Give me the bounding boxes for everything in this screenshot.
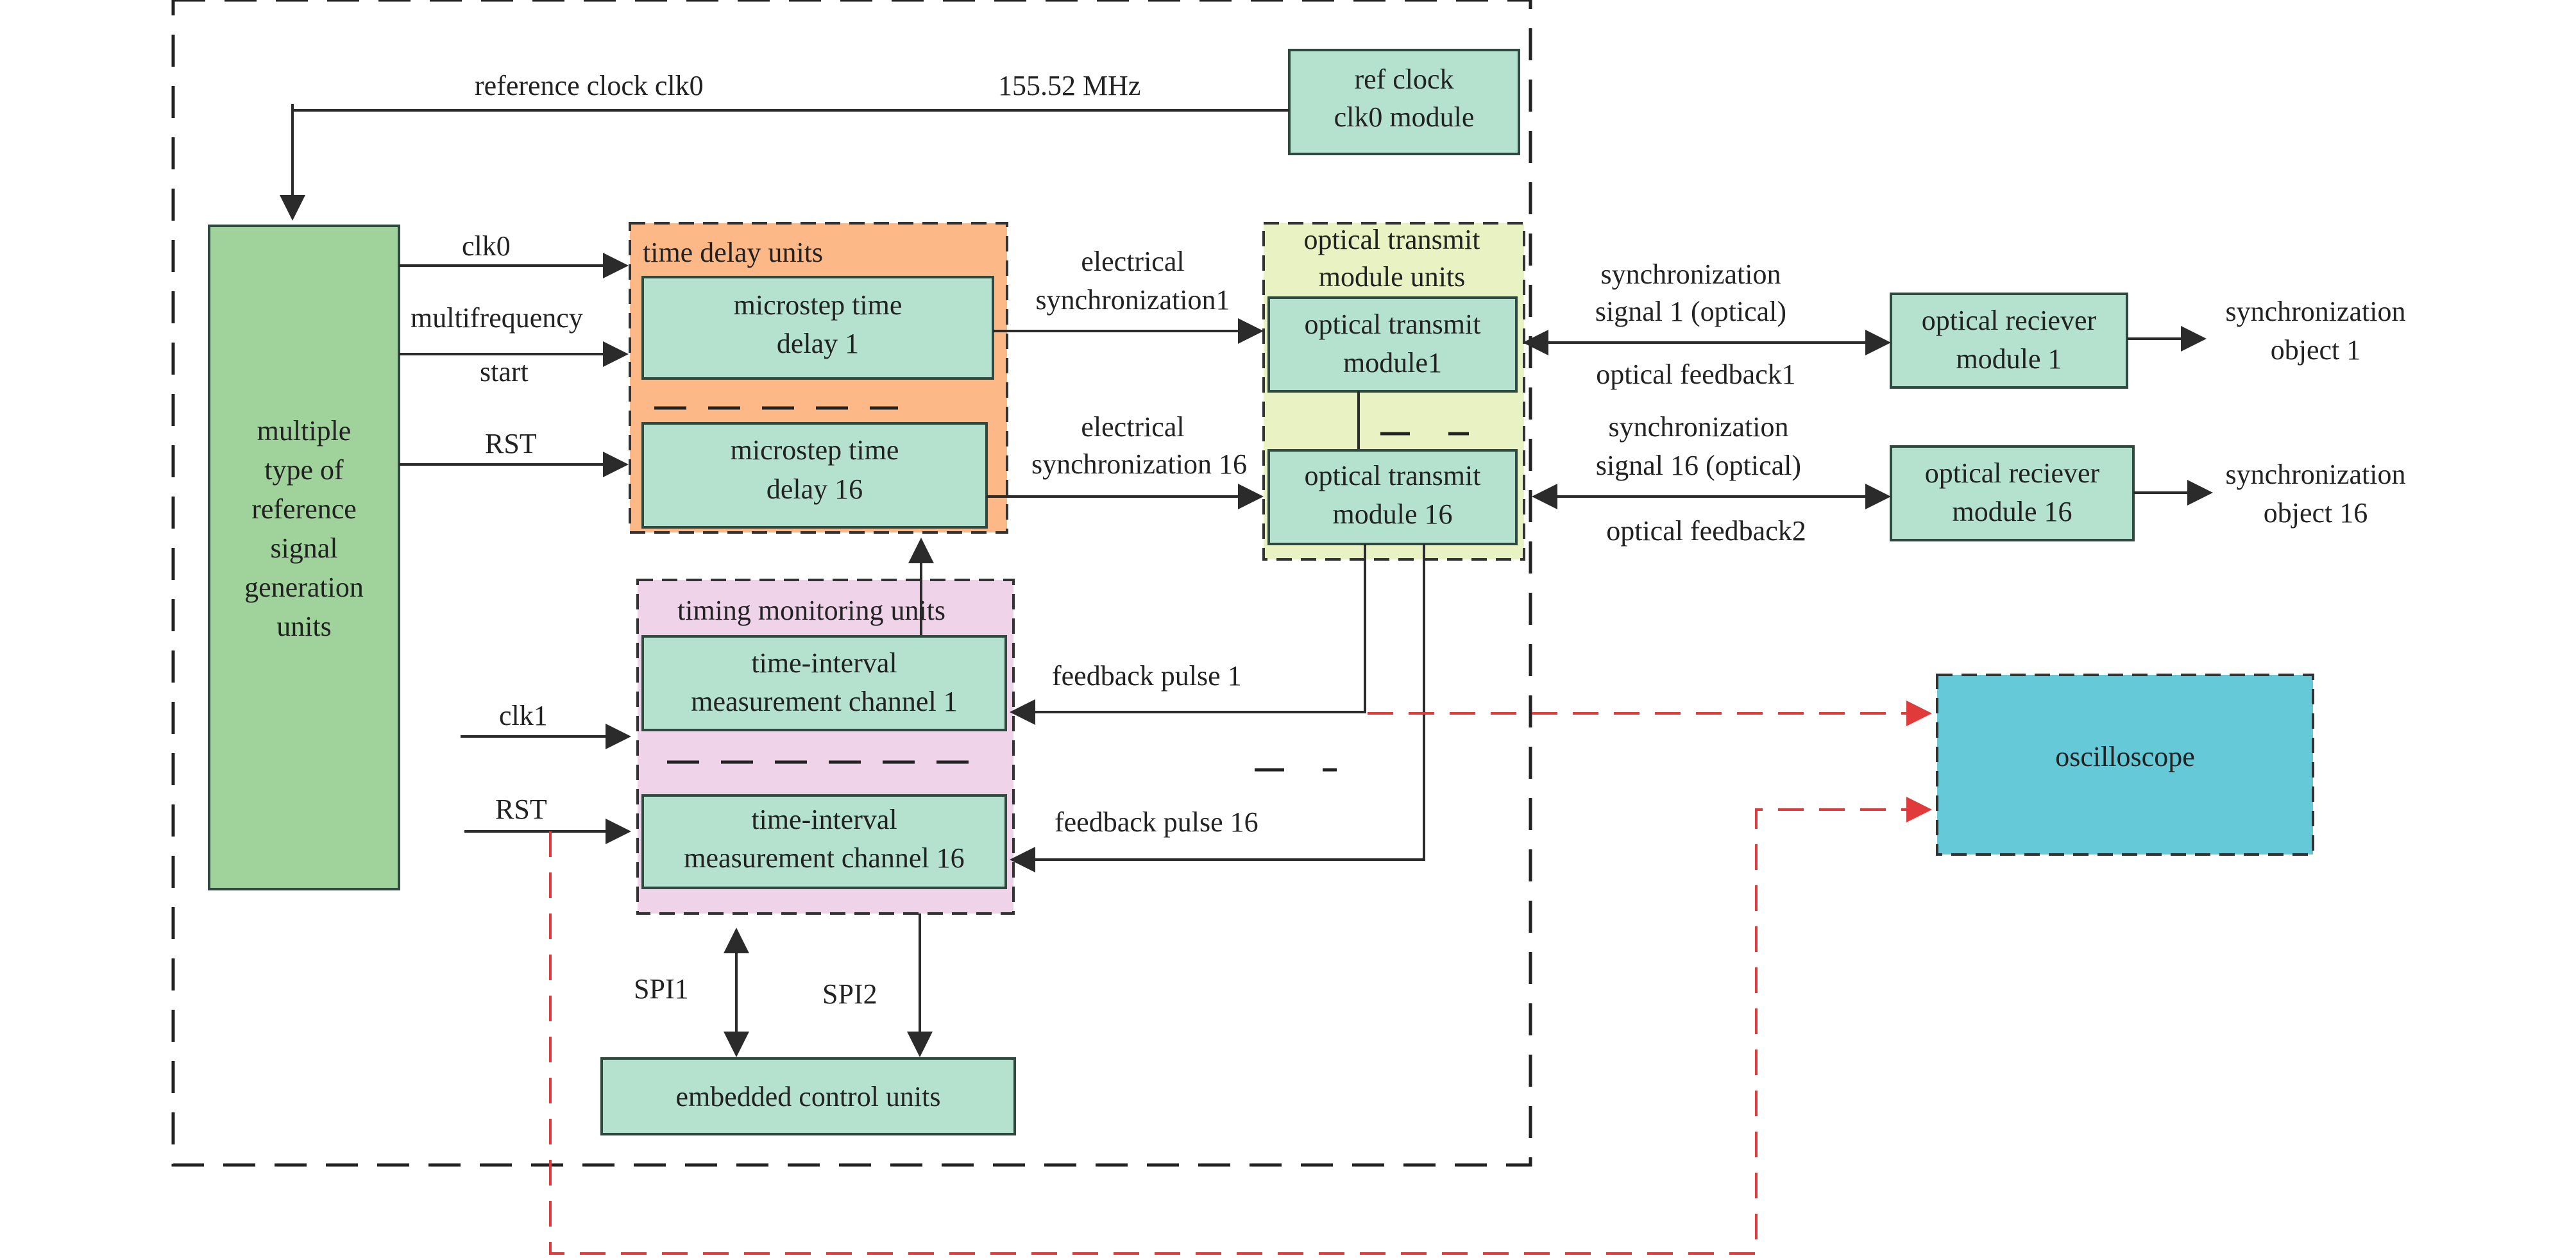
- delay16-line1: microstep time: [731, 434, 899, 466]
- multifrequency-label: multifrequency: [411, 302, 583, 334]
- delay16-line2: delay 16: [767, 473, 863, 505]
- spi1-label: SPI1: [634, 973, 689, 1005]
- rst-label: RST: [485, 428, 537, 459]
- feedback-pulse16-wire: [1010, 544, 1425, 872]
- otm16-line1: optical transmit: [1305, 460, 1481, 491]
- embedded-control-label: embedded control units: [675, 1081, 940, 1112]
- oscilloscope-label: oscilloscope: [2055, 741, 2195, 772]
- time-delay-title: time delay units: [643, 237, 823, 268]
- optical-transmit-module-1: optical transmit module1: [1267, 296, 1518, 393]
- sync16-line2: signal 16 (optical): [1596, 450, 1801, 481]
- ch16-line1: time-interval: [751, 804, 897, 835]
- feedback-pulse16-label: feedback pulse 16: [1055, 806, 1258, 838]
- ref-units-line2: type of: [264, 454, 344, 486]
- embedded-control-units: embedded control units: [600, 1057, 1016, 1135]
- optical-feedback2-label: optical feedback2: [1606, 515, 1806, 547]
- delay1-line1: microstep time: [734, 289, 902, 321]
- otm16-line2: module 16: [1333, 498, 1453, 530]
- spi2-label: SPI2: [822, 978, 877, 1010]
- ref-clock-line2: clk0 module: [1334, 101, 1475, 133]
- microstep-delay-16: microstep time delay 16: [641, 422, 988, 529]
- start-label: start: [480, 356, 529, 387]
- feedback-pulse1-label: feedback pulse 1: [1052, 660, 1242, 692]
- feedback-pulse1-wire: [1010, 544, 1366, 725]
- timing-monitoring-title: timing monitoring units: [677, 595, 945, 626]
- optical-feedback1-label: optical feedback1: [1596, 359, 1796, 390]
- ref-units-line5: generation: [244, 572, 364, 603]
- ref-units-line1: multiple: [257, 415, 352, 446]
- ref-freq-label: 155.52 MHz: [998, 70, 1140, 101]
- ref-clock-wire: [280, 109, 1289, 221]
- object1-line1: synchronization: [2225, 296, 2405, 327]
- delay1-line2: delay 1: [777, 328, 859, 359]
- object16-line2: object 16: [2264, 497, 2368, 529]
- esync1-line2: synchronization1: [1035, 284, 1230, 316]
- optical-receiver-module-1: optical reciever module 1: [1890, 293, 2128, 389]
- reference-signal-generation-units: multiple type of reference signal genera…: [208, 225, 400, 890]
- ref-clock-line1: ref clock: [1354, 64, 1453, 95]
- optical-units-title-line1: optical transmit: [1304, 224, 1480, 255]
- rst2-label: RST: [495, 794, 547, 825]
- esync16-line1: electrical: [1081, 411, 1184, 443]
- esync1-line1: electrical: [1081, 246, 1184, 277]
- measurement-channel-16: time-interval measurement channel 16: [641, 794, 1007, 889]
- sync1-line2: signal 1 (optical): [1595, 296, 1786, 327]
- ref-clock-label: reference clock clk0: [475, 70, 704, 101]
- ch1-line1: time-interval: [751, 647, 897, 679]
- measurement-channel-1: time-interval measurement channel 1: [641, 635, 1007, 731]
- rx1-line2: module 1: [1956, 343, 2062, 375]
- object1-line2: object 1: [2271, 334, 2361, 366]
- ref-units-line6: units: [276, 611, 332, 642]
- sync16-line1: synchronization: [1608, 411, 1788, 443]
- rx1-line1: optical reciever: [1922, 305, 2097, 336]
- optical-receiver-module-16: optical reciever module 16: [1890, 445, 2135, 541]
- optical-transmit-module-16: optical transmit module 16: [1267, 449, 1518, 545]
- rx16-line2: module 16: [1953, 496, 2072, 527]
- sync1-line1: synchronization: [1600, 259, 1781, 290]
- object16-line1: synchronization: [2225, 459, 2405, 490]
- ch16-line2: measurement channel 16: [684, 842, 964, 874]
- otm1-line2: module1: [1343, 347, 1442, 378]
- esync16-line2: synchronization 16: [1031, 448, 1247, 480]
- ref-units-line4: signal: [270, 532, 337, 564]
- otm1-line1: optical transmit: [1305, 309, 1481, 340]
- optical-units-title-line2: module units: [1319, 261, 1466, 293]
- oscilloscope: oscilloscope: [1936, 674, 2314, 856]
- system-boundary: [171, 0, 1532, 1167]
- ch1-line2: measurement channel 1: [691, 686, 957, 717]
- microstep-delay-1: microstep time delay 1: [641, 276, 994, 380]
- ref-clock-module: ref clock clk0 module: [1288, 49, 1520, 155]
- clk1-label: clk1: [499, 700, 548, 731]
- rx16-line1: optical reciever: [1925, 457, 2100, 489]
- clk0-label: clk0: [462, 230, 511, 262]
- ref-units-line3: reference: [251, 493, 357, 525]
